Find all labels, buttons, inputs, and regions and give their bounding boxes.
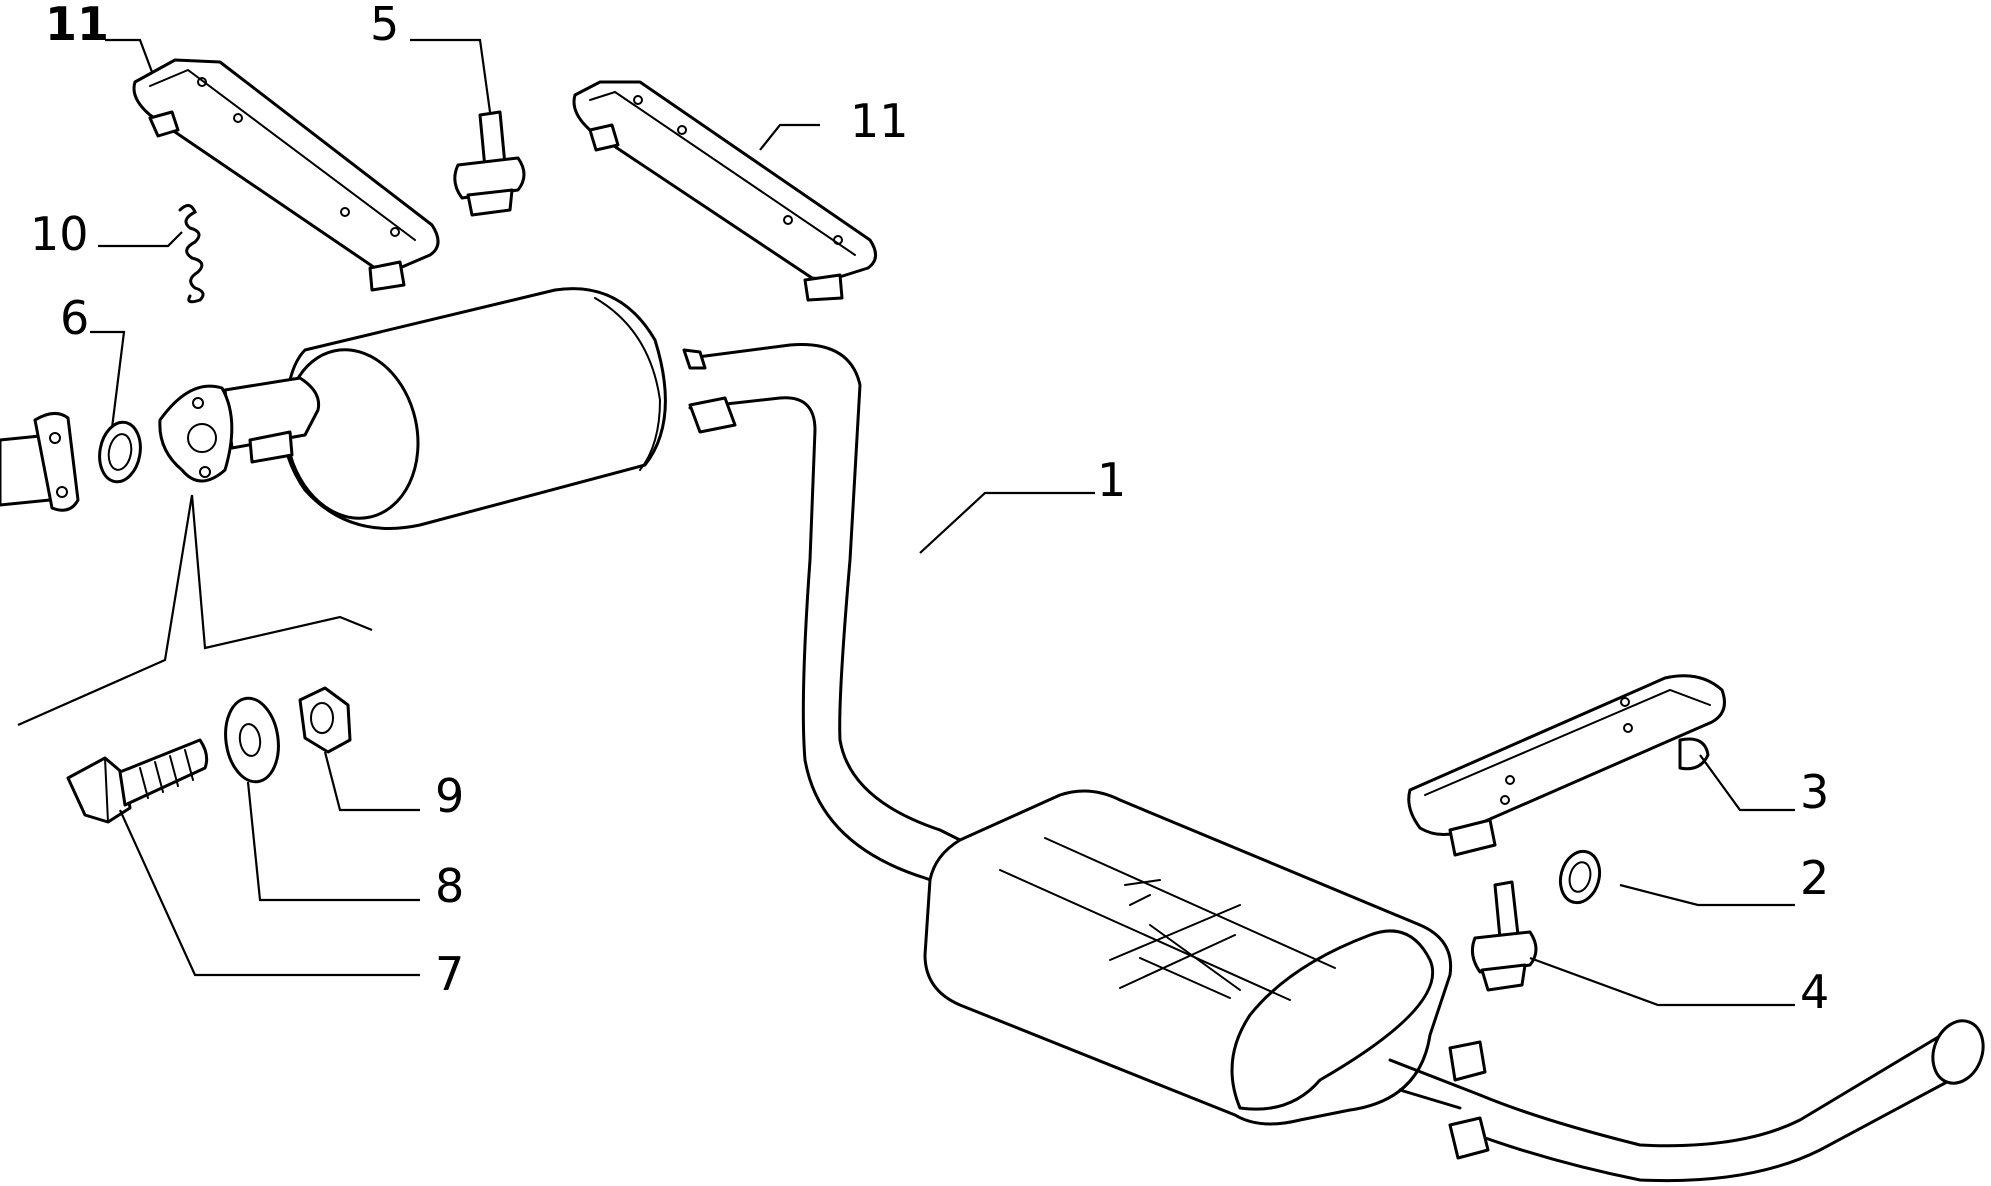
gasket-ring-rear (1558, 849, 1602, 905)
hanger-rubber-left (132, 58, 440, 292)
callout-11-left: 11 (45, 0, 109, 51)
leader-lines (90, 38, 1795, 1007)
callout-9: 9 (435, 769, 464, 823)
callout-1: 1 (1097, 453, 1126, 507)
bolt-top (453, 110, 526, 217)
callout-3: 3 (1800, 765, 1829, 819)
exhaust-pipe-body (682, 343, 962, 887)
callout-2: 2 (1800, 851, 1829, 905)
front-silencer (223, 287, 667, 530)
rear-silencer (923, 789, 1985, 1183)
callout-8: 8 (435, 859, 464, 913)
detail-breakout-lines (17, 494, 373, 727)
hanger-rubber-rear (1407, 674, 1726, 857)
callout-7: 7 (435, 947, 464, 1001)
gasket-ring-front (98, 420, 142, 484)
callout-10: 10 (30, 207, 89, 261)
incoming-pipe-stub (0, 412, 80, 512)
callout-4: 4 (1800, 965, 1829, 1019)
spring-clip (178, 204, 205, 304)
hex-nut (298, 686, 352, 754)
callout-6: 6 (60, 291, 89, 345)
callout-5: 5 (370, 0, 399, 51)
hex-bolt (66, 738, 209, 824)
callout-labels: 1 2 3 4 5 6 7 8 9 10 11 11 (30, 0, 1829, 1019)
flat-washer (224, 696, 280, 784)
bolt-rear (1470, 880, 1538, 992)
hanger-rubber-right (572, 80, 877, 302)
callout-11-right: 11 (850, 94, 909, 148)
pipe-flange (158, 384, 234, 483)
